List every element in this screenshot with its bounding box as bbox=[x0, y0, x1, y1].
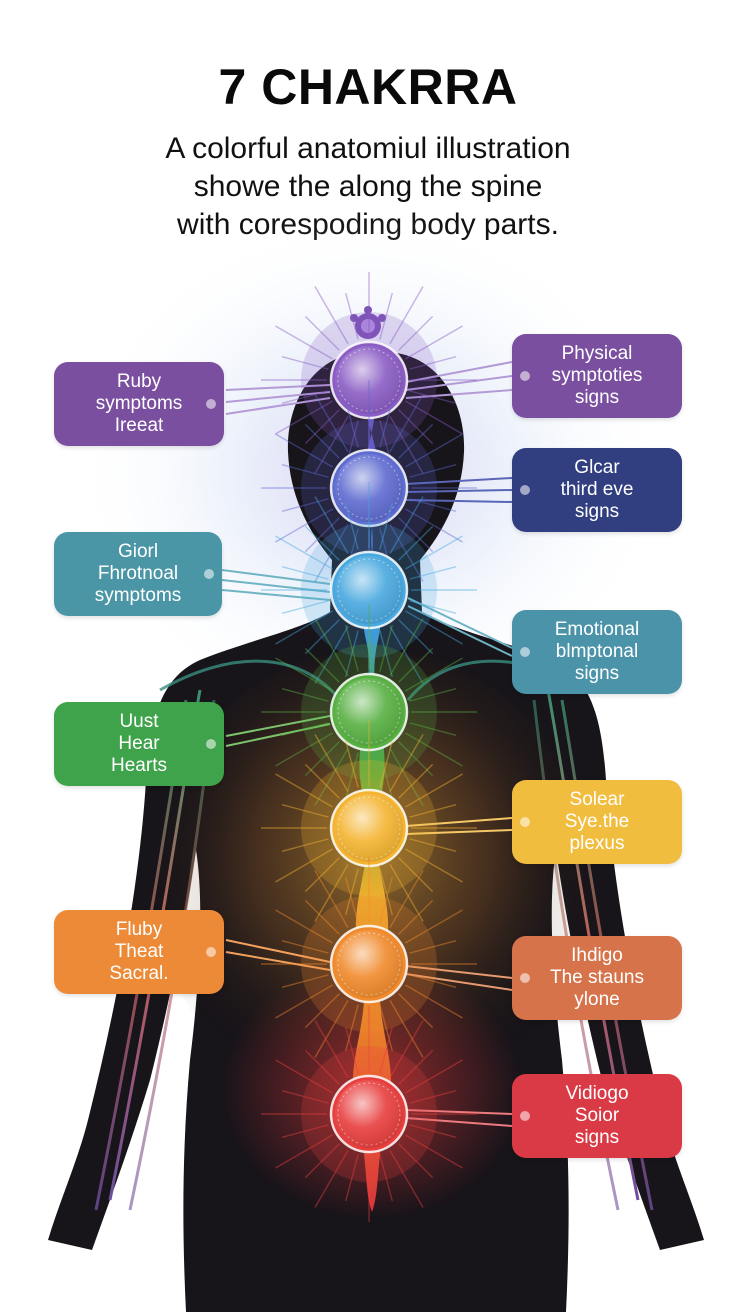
chakra-rays bbox=[261, 856, 477, 1072]
chakra-point-2 bbox=[261, 380, 477, 596]
chakra-point-7 bbox=[261, 1006, 477, 1222]
connector-dot bbox=[204, 569, 214, 579]
chakra-point-4 bbox=[261, 604, 477, 820]
chakra-shine bbox=[335, 930, 403, 998]
chakra-shine bbox=[335, 794, 403, 862]
card-text: signs bbox=[574, 387, 620, 408]
card-text: Uust bbox=[119, 711, 159, 732]
connector-dot bbox=[520, 817, 530, 827]
spine-channel bbox=[352, 360, 392, 1212]
label-card-left-3[interactable]: Uust Hear Hearts bbox=[54, 702, 224, 786]
label-card-right-1[interactable]: Physical symptoties signs bbox=[512, 334, 682, 418]
chakra-rays bbox=[261, 482, 477, 698]
card-text: Fluby bbox=[115, 919, 163, 940]
card-text: Sacral. bbox=[109, 963, 169, 984]
chakra-point-3 bbox=[261, 482, 477, 698]
card-text: Solear bbox=[569, 789, 625, 810]
label-card-right-6[interactable]: Vidiogo Soior signs bbox=[512, 1074, 682, 1158]
subtitle-line: showe the along the spine bbox=[193, 170, 543, 203]
chakra-shine bbox=[335, 1080, 403, 1148]
card-text: Hear bbox=[118, 733, 160, 754]
label-card-right-5[interactable]: Ihdigo The stauns ylone bbox=[512, 936, 682, 1020]
card-text: plexus bbox=[569, 833, 625, 854]
card-text: Ruby bbox=[116, 371, 162, 392]
card-text: signs bbox=[574, 501, 620, 522]
chakra-point-5 bbox=[261, 720, 477, 936]
connector-dot bbox=[206, 739, 216, 749]
label-card-left-4[interactable]: Fluby Theat Sacral. bbox=[54, 910, 224, 994]
crown-lotus-icon bbox=[350, 306, 386, 339]
chakra-shine bbox=[335, 678, 403, 746]
card-text: Ireeat bbox=[114, 415, 164, 436]
card-text: Glcar bbox=[574, 457, 620, 478]
card-text: ylone bbox=[574, 989, 620, 1010]
chakra-rays bbox=[261, 720, 477, 936]
poster-title: 7 CHAKRRA bbox=[218, 59, 518, 115]
connector-dot bbox=[520, 647, 530, 657]
chakra-point-1 bbox=[261, 272, 477, 488]
chakra-rays bbox=[261, 380, 477, 596]
chakra-points bbox=[261, 272, 477, 1222]
card-text: Hearts bbox=[111, 755, 167, 776]
card-text: signs bbox=[574, 663, 620, 684]
card-text: Soior bbox=[574, 1105, 620, 1126]
label-card-right-2[interactable]: Glcar third eve signs bbox=[512, 448, 682, 532]
chakra-rays bbox=[261, 1006, 477, 1222]
connector-dot bbox=[520, 1111, 530, 1121]
label-card-right-4[interactable]: Solear Sye.the plexus bbox=[512, 780, 682, 864]
label-card-left-2[interactable]: Giorl Fhrotnoal symptoms bbox=[54, 532, 222, 616]
card-text: Theat bbox=[114, 941, 164, 962]
card-text: symptoms bbox=[94, 585, 182, 606]
card-text: Sye.the bbox=[564, 811, 630, 832]
label-card-right-3[interactable]: Emotional blmptonal signs bbox=[512, 610, 682, 694]
card-text: Ihdigo bbox=[571, 945, 623, 966]
chakra-point-6 bbox=[261, 856, 477, 1072]
card-text: Emotional bbox=[554, 619, 640, 640]
connector-dot bbox=[520, 973, 530, 983]
card-text: Vidiogo bbox=[565, 1083, 629, 1104]
subtitle-line: A colorful anatomiul illustration bbox=[165, 132, 571, 165]
connector-dot bbox=[520, 485, 530, 495]
card-text: The stauns bbox=[550, 967, 644, 988]
chakra-rays bbox=[261, 604, 477, 820]
connector-dot bbox=[520, 371, 530, 381]
card-text: Fhrotnoal bbox=[97, 563, 179, 584]
chakra-shine bbox=[335, 346, 403, 414]
card-text: symptoties bbox=[551, 365, 643, 386]
card-text: blmptonal bbox=[555, 641, 639, 662]
connector-dot bbox=[206, 947, 216, 957]
connector-dot bbox=[206, 399, 216, 409]
label-card-left-1[interactable]: Ruby symptoms Ireeat bbox=[54, 362, 224, 446]
card-text: third eve bbox=[560, 479, 634, 500]
card-text: Giorl bbox=[117, 541, 159, 562]
card-text: Physical bbox=[561, 343, 633, 364]
card-text: signs bbox=[574, 1127, 620, 1148]
chakra-shine bbox=[335, 556, 403, 624]
chakra-shine bbox=[335, 454, 403, 522]
card-text: symptoms bbox=[95, 393, 183, 414]
label-connector-lines bbox=[221, 361, 513, 1127]
